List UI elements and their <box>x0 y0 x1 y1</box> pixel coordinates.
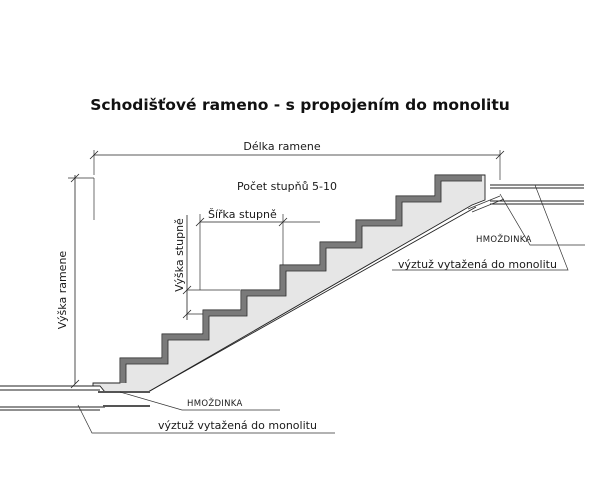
step-height-dimension: Výška stupně <box>173 215 240 320</box>
top-landing: HMOŽDINKA výztuž vytažená do monolitu <box>392 184 585 271</box>
rebar-top-label: výztuž vytažená do monolitu <box>398 258 557 271</box>
tread-band <box>120 175 482 383</box>
step-height-label: Výška stupně <box>173 218 186 292</box>
flight-height-label: Výška ramene <box>56 251 69 330</box>
diagram-title: Schodišťové rameno - s propojením do mon… <box>90 96 510 114</box>
step-count-label: Počet stupňů 5-10 <box>237 180 337 193</box>
bottom-landing: HMOŽDINKA výztuž vytažená do monolitu <box>0 385 335 434</box>
rebar-bottom-label: výztuž vytažená do monolitu <box>158 419 317 432</box>
step-width-label: Šířka stupně <box>208 208 277 221</box>
flight-height-dimension: Výška ramene <box>56 173 95 389</box>
dowel-bottom-label: HMOŽDINKA <box>187 397 243 409</box>
length-dimension: Délka ramene <box>89 140 505 180</box>
step-width-dimension: Šířka stupně <box>195 208 320 290</box>
length-label: Délka ramene <box>243 140 320 153</box>
dowel-top-label: HMOŽDINKA <box>476 233 532 245</box>
stair-flight <box>92 174 486 393</box>
